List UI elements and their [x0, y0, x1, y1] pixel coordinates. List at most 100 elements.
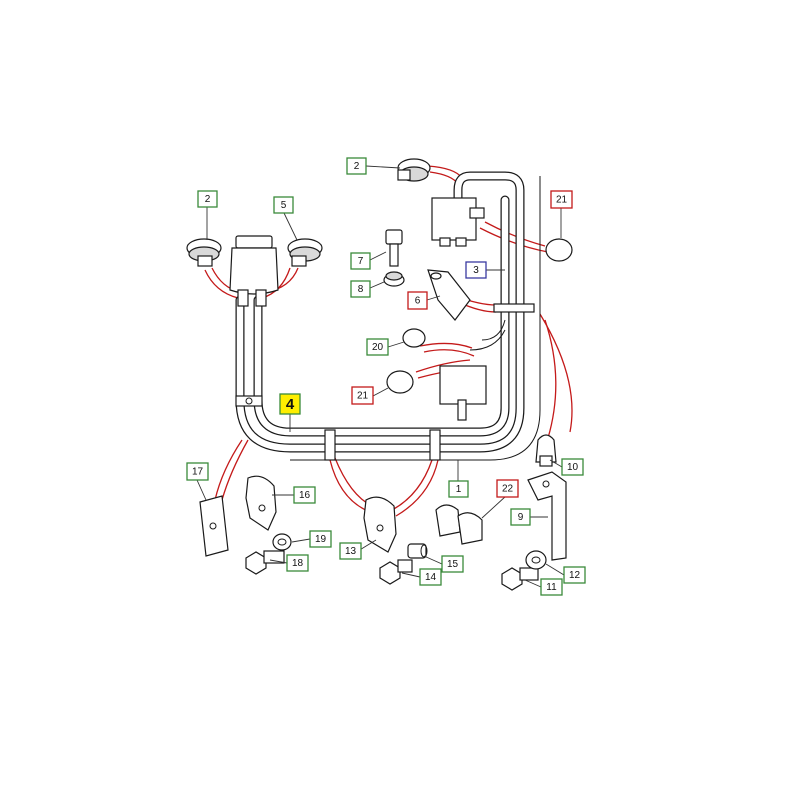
callout-2-left[interactable]: 2 [197, 190, 218, 208]
callout-box [407, 291, 428, 310]
callout-box [448, 480, 469, 498]
callout-box [441, 555, 464, 573]
callout-box [350, 252, 371, 270]
o-ring-21-top [545, 238, 573, 262]
callout-17[interactable]: 17 [186, 462, 209, 481]
callout-7[interactable]: 7 [350, 252, 371, 270]
callout-19[interactable]: 19 [309, 530, 332, 548]
callout-box [293, 486, 316, 504]
callout-box [496, 479, 519, 498]
callout-2-top[interactable]: 2 [346, 157, 367, 175]
hose-clamp-left [186, 238, 222, 267]
o-ring-20 [402, 328, 426, 348]
plate-17 [199, 495, 229, 557]
pipe-assembly-1 [235, 171, 541, 461]
callout-box [273, 196, 294, 214]
callout-box [563, 566, 586, 584]
callout-leaders [196, 165, 565, 588]
grommet-8 [383, 271, 405, 287]
callout-label: 12 [569, 570, 581, 581]
callout-box [186, 462, 209, 481]
callout-label: 1 [456, 484, 462, 495]
callout-box [197, 190, 218, 208]
clamp-16 [245, 475, 277, 531]
callout-label: 9 [518, 512, 524, 523]
callout-4-highlighted[interactable]: 4 [279, 393, 301, 415]
bolt-7 [385, 229, 403, 267]
callout-box [346, 157, 367, 175]
valve-housing-lower [439, 365, 487, 421]
callout-label: 2 [205, 194, 211, 205]
pipe-clip-right [493, 303, 535, 313]
hose-clamp-right [287, 238, 323, 267]
callout-label: 4 [286, 396, 295, 413]
callout-label: 19 [315, 534, 327, 545]
callout-label: 20 [372, 342, 384, 353]
callout-13[interactable]: 13 [339, 542, 362, 560]
pipe-clip-mid-right [429, 429, 441, 461]
clamp-13 [363, 496, 397, 553]
callout-label: 10 [567, 462, 579, 473]
callout-14[interactable]: 14 [419, 568, 442, 586]
callout-10[interactable]: 10 [561, 458, 584, 476]
reservoir-bottle [229, 235, 279, 307]
valve-housing-top [431, 197, 485, 247]
spacer-15 [407, 543, 428, 559]
callout-15[interactable]: 15 [441, 555, 464, 573]
callout-16[interactable]: 16 [293, 486, 316, 504]
o-ring-21-mid [386, 370, 414, 394]
pipe-clip-mid-left [324, 429, 336, 461]
callout-label: 15 [447, 559, 459, 570]
callout-box [286, 554, 309, 572]
callout-box [339, 542, 362, 560]
callout-box [419, 568, 442, 586]
callout-label: 8 [358, 284, 364, 295]
callout-label: 16 [299, 490, 311, 501]
bolt-18 [245, 550, 285, 575]
callout-label: 17 [192, 467, 204, 478]
callout-1[interactable]: 1 [448, 480, 469, 498]
callout-12[interactable]: 12 [563, 566, 586, 584]
callout-box [350, 280, 371, 298]
bolt-14 [379, 559, 413, 585]
callout-9[interactable]: 9 [510, 508, 531, 526]
bolt-11 [501, 567, 539, 591]
callout-label: 21 [357, 391, 369, 402]
washer-12 [525, 550, 547, 570]
callout-22[interactable]: 22 [496, 479, 519, 498]
washer-19 [272, 533, 292, 551]
callout-6[interactable]: 6 [407, 291, 428, 310]
callout-8[interactable]: 8 [350, 280, 371, 298]
clip-22 [435, 504, 483, 545]
callout-5[interactable]: 5 [273, 196, 294, 214]
callout-label: 18 [292, 558, 304, 569]
callout-label: 6 [415, 296, 421, 307]
callout-box [366, 338, 389, 356]
callout-label: 7 [358, 256, 364, 267]
callout-label: 5 [281, 200, 287, 211]
hose-clamp-top [397, 158, 431, 182]
callout-box [561, 458, 584, 476]
callout-box [309, 530, 332, 548]
callout-label: 2 [354, 161, 360, 172]
callout-label: 21 [556, 195, 568, 206]
callout-label: 13 [345, 546, 357, 557]
callout-21-mid[interactable]: 21 [351, 386, 374, 405]
callout-box [279, 393, 301, 415]
callout-21-top[interactable]: 21 [550, 190, 573, 209]
callout-label: 11 [546, 582, 557, 593]
callout-box [510, 508, 531, 526]
callout-box [351, 386, 374, 405]
callout-label: 22 [502, 484, 514, 495]
callout-box [550, 190, 573, 209]
bracket-6 [427, 269, 471, 321]
callout-11[interactable]: 11 [540, 578, 563, 596]
callout-label: 14 [425, 572, 437, 583]
callout-3[interactable]: 3 [465, 261, 487, 279]
bracket-9 [527, 471, 567, 561]
callout-20[interactable]: 20 [366, 338, 389, 356]
callout-label: 3 [473, 265, 479, 276]
callout-18[interactable]: 18 [286, 554, 309, 572]
callout-box [540, 578, 563, 596]
